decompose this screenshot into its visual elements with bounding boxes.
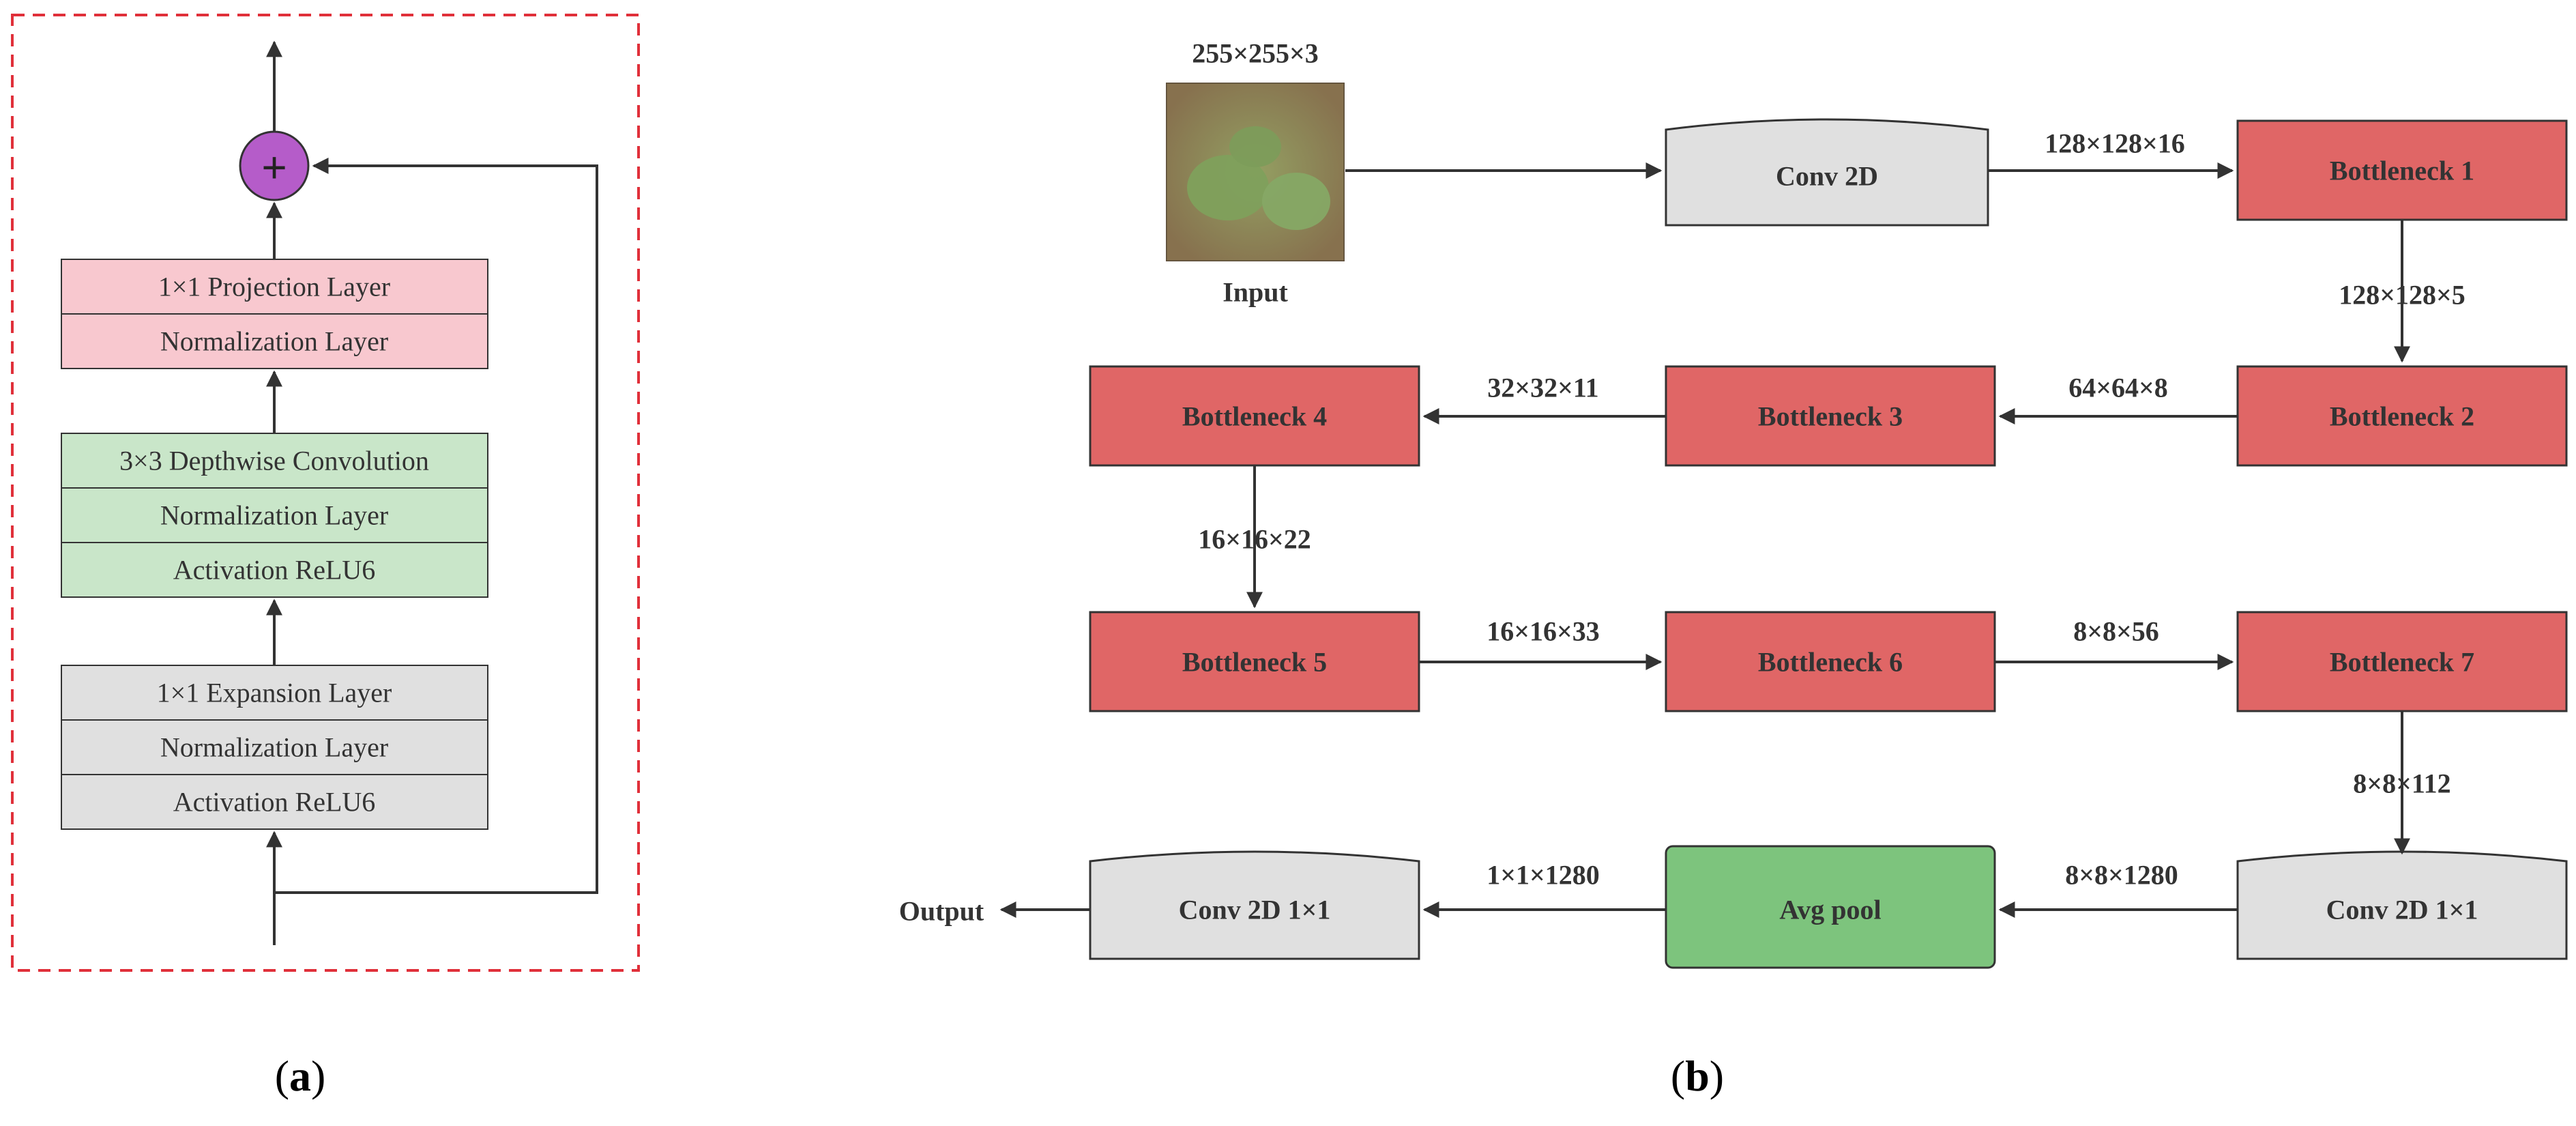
residual-connection (274, 158, 598, 894)
projection-group: 1×1 Projection Layer Normalization Layer (61, 259, 488, 369)
bottleneck-5 (1089, 611, 1420, 712)
input-image (1166, 83, 1345, 261)
input-label: Input (1223, 277, 1288, 308)
edge-label-conv-pool: 8×8×1280 (2065, 860, 2178, 891)
conv2d-block (1665, 118, 1989, 227)
edge-label-b2-b3: 64×64×8 (2068, 373, 2168, 403)
depthwise-conv-label: 3×3 Depthwise Convolution (119, 446, 429, 476)
edge-label-pool-conv: 1×1×1280 (1487, 860, 1600, 891)
expansion-normalization-label: Normalization Layer (160, 732, 388, 763)
panel-b: 255×255×3 Input Conv 2D Bottleneck 1 Bot… (899, 38, 2568, 1100)
bottleneck-2-label: Bottleneck 2 (2330, 401, 2474, 432)
conv2d-1x1-left-label: Conv 2D 1×1 (1179, 895, 1331, 925)
depthwise-normalization-label: Normalization Layer (160, 500, 388, 531)
panel-b-caption: (b) (1671, 1052, 1724, 1100)
projection-layer-box (61, 259, 488, 315)
bottleneck-5-label: Bottleneck 5 (1182, 647, 1327, 678)
conv2d-1x1-right-block (2236, 850, 2568, 960)
depthwise-group: 3×3 Depthwise Convolution Normalization … (61, 433, 488, 598)
panel-a-caption-open: ( (275, 1052, 289, 1100)
edge-label-b6-b7: 8×8×56 (2073, 616, 2159, 647)
avg-pool-block (1665, 845, 1996, 969)
bottleneck-7-label: Bottleneck 7 (2330, 647, 2474, 678)
edge-label-b5-b6: 16×16×33 (1487, 616, 1600, 647)
edge-label-conv-b1: 128×128×16 (2045, 128, 2185, 159)
panel-b-caption-close: ) (1710, 1052, 1724, 1100)
panel-a-dashed-border (11, 14, 640, 972)
expansion-activation-label: Activation ReLU6 (173, 787, 376, 818)
bottleneck-1 (2236, 119, 2568, 221)
expansion-normalization-box (61, 719, 488, 775)
panel-b-caption-open: ( (1671, 1052, 1685, 1100)
conv2d-1x1-left-block (1089, 850, 1420, 960)
projection-normalization-label: Normalization Layer (160, 326, 388, 357)
projection-layer-label: 1×1 Projection Layer (158, 272, 390, 302)
conv2d-label: Conv 2D (1776, 161, 1878, 192)
bottleneck-1-label: Bottleneck 1 (2330, 156, 2474, 186)
expansion-activation-box (61, 774, 488, 830)
input-image-leaf-top (1229, 126, 1281, 167)
panel-a: 1×1 Expansion Layer Normalization Layer … (11, 14, 640, 1100)
bottleneck-3-label: Bottleneck 3 (1758, 401, 1903, 432)
edge-label-b4-b5: 16×16×22 (1198, 524, 1311, 555)
bottleneck-2 (2236, 365, 2568, 467)
conv2d-1x1-right-label: Conv 2D 1×1 (2326, 895, 2478, 925)
panel-a-caption-letter: a (289, 1052, 311, 1100)
bottleneck-6 (1665, 611, 1996, 712)
depthwise-normalization-box (61, 487, 488, 543)
add-node-symbol: + (261, 143, 287, 192)
output-label: Output (899, 896, 984, 927)
projection-normalization-box (61, 313, 488, 369)
bottleneck-4-label: Bottleneck 4 (1182, 401, 1327, 432)
edge-label-b3-b4: 32×32×11 (1487, 373, 1598, 403)
expansion-layer-label: 1×1 Expansion Layer (157, 678, 392, 708)
input-image-leaf-right (1262, 173, 1330, 230)
expansion-group: 1×1 Expansion Layer Normalization Layer … (61, 665, 488, 830)
depthwise-activation-box (61, 542, 488, 598)
depthwise-activation-label: Activation ReLU6 (173, 555, 376, 586)
bottleneck-7 (2236, 611, 2568, 712)
avg-pool-label: Avg pool (1779, 895, 1881, 925)
input-image-leaf-left (1187, 155, 1269, 220)
panel-a-caption: (a) (275, 1052, 326, 1100)
panel-a-caption-close: ) (311, 1052, 325, 1100)
edge-label-b7-conv: 8×8×112 (2353, 768, 2450, 799)
depthwise-conv-box (61, 433, 488, 489)
input-size-label: 255×255×3 (1192, 38, 1319, 69)
edge-label-b1-b2: 128×128×5 (2339, 280, 2465, 311)
bottleneck-6-label: Bottleneck 6 (1758, 647, 1903, 678)
bottleneck-4 (1089, 365, 1420, 467)
panel-b-caption-letter: b (1685, 1052, 1710, 1100)
